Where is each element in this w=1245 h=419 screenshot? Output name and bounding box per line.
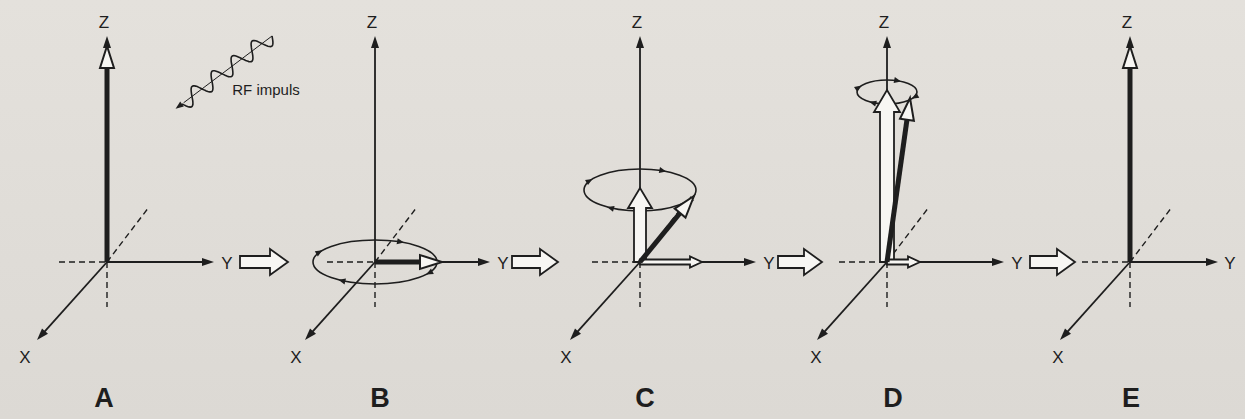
dashed-axis [59, 261, 107, 262]
dashed-axis [886, 262, 887, 307]
y-axis-head [1206, 258, 1218, 266]
magnetization-vector-head [900, 98, 914, 121]
magnetization-vector [1128, 68, 1133, 262]
z-axis-head [636, 36, 644, 48]
my-component [640, 257, 702, 268]
magnetization-vector-head [100, 46, 114, 68]
axis-label: Z [879, 14, 889, 31]
panel-letter: B [370, 385, 390, 412]
x-axis-head [305, 328, 316, 340]
axis-label: X [560, 349, 571, 366]
y-axis-head [478, 258, 490, 266]
axis-label: Z [99, 14, 109, 31]
dashed-axis [1129, 262, 1130, 307]
x-axis [44, 262, 107, 332]
panel-letter: C [635, 385, 655, 412]
y-axis-head [202, 258, 214, 266]
axis-label: Y [763, 255, 774, 272]
y-axis-head [992, 258, 1004, 266]
axis-label: X [290, 349, 301, 366]
precession-ellipse-arrow [607, 206, 615, 212]
magnetization-vector [375, 260, 420, 265]
dashed-axis [107, 207, 149, 262]
rf-pulse-label: RF impuls [232, 82, 300, 97]
transition-arrow [240, 249, 288, 275]
rf-wave-head [176, 102, 184, 109]
magnetization-vector-head [675, 196, 694, 218]
x-axis-head [37, 328, 48, 340]
x-axis-head [817, 328, 828, 340]
z-axis [106, 47, 108, 262]
axis-label: Y [1224, 255, 1235, 272]
y-axis [107, 261, 203, 263]
transition-arrow [778, 249, 822, 275]
precession-ellipse-arrow [869, 101, 877, 107]
magnetization-vector [105, 68, 110, 262]
x-axis [824, 262, 887, 332]
dashed-axis [106, 262, 107, 307]
x-axis-head [570, 328, 581, 340]
precession-ellipse-arrow [854, 86, 862, 92]
precession-ellipse-arrow [585, 179, 593, 185]
magnetization-vector-head [1123, 46, 1137, 68]
precession-ellipse-arrow [315, 250, 323, 256]
z-axis-head [883, 36, 891, 48]
magnetization-vector-head [420, 255, 442, 269]
dashed-axis [639, 262, 640, 307]
axis-label: Y [1011, 255, 1022, 272]
transition-arrow [512, 249, 558, 275]
panel-letter: E [1122, 385, 1140, 412]
x-axis-head [1060, 328, 1071, 340]
precession-ellipse-arrow [339, 279, 347, 285]
magnetization-vector [640, 213, 680, 262]
precession-ellipse-arrow [894, 77, 902, 83]
axis-label: X [1052, 349, 1063, 366]
precession-ellipse-arrow [426, 269, 434, 275]
precession-ellipse [313, 240, 437, 284]
precession-ellipse-arrow [659, 167, 666, 173]
panel-letter: D [883, 385, 903, 412]
axis-label: X [19, 349, 30, 366]
axis-label: Z [1122, 14, 1132, 31]
x-axis [577, 262, 640, 332]
dashed-axis [1082, 261, 1130, 262]
z-axis-head [371, 36, 379, 48]
dashed-axis [375, 207, 417, 262]
axis-label: X [810, 349, 821, 366]
mz-component [874, 90, 900, 262]
panel-letter: A [94, 385, 114, 412]
z-axis [374, 47, 376, 262]
y-axis [1130, 261, 1207, 263]
z-axis [1129, 47, 1131, 262]
axis-label: Z [632, 14, 642, 31]
precession-ellipse-arrow [397, 238, 404, 244]
axis-label: Y [497, 255, 508, 272]
magnetization-vector [887, 120, 907, 262]
axis-label: Z [367, 14, 377, 31]
dashed-axis [592, 261, 640, 262]
axis-label: Y [221, 255, 232, 272]
dashed-axis [1130, 207, 1172, 262]
precession-ellipse-arrow [912, 93, 920, 99]
transition-arrow [1030, 249, 1075, 275]
my-component [887, 257, 920, 268]
x-axis [1067, 262, 1130, 332]
dashed-axis [327, 261, 375, 262]
y-axis-head [744, 258, 756, 266]
